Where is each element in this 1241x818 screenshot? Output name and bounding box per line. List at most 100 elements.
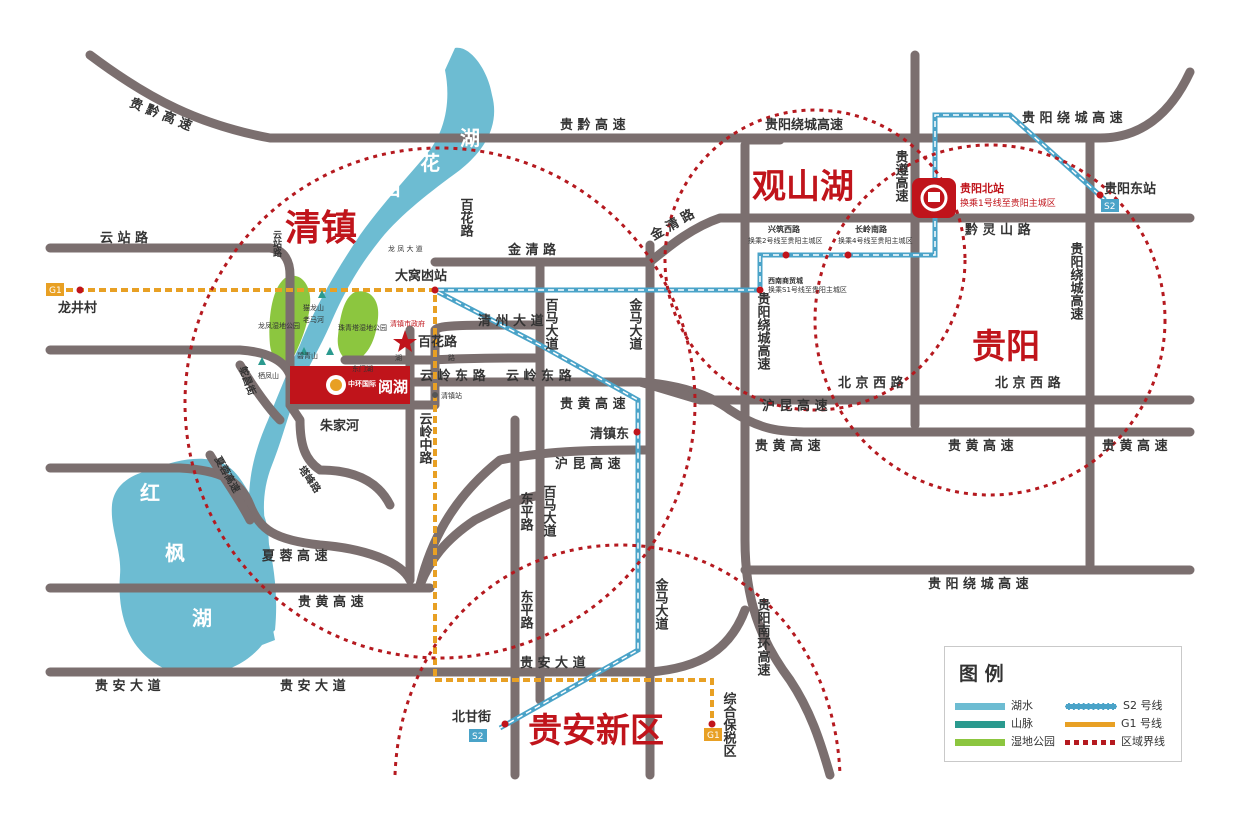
label-guihuang3: 贵 黄 高 速 [755,438,821,454]
label-dongping2: 东平路 [518,589,534,629]
label-baihualu-v: 百花路 [458,198,474,237]
station-dots [76,191,1104,728]
label-zhanhuang: 鸵昌街 [236,364,258,397]
baihua-lake-label-1: 百 [382,176,402,200]
label-baima2: 百马大道 [541,485,557,538]
label-guian3: 贵 安 大 道 [280,678,346,694]
legend-item-s2: S2 号线 [1065,697,1162,712]
s2-badge-right: S2 [1104,202,1115,212]
g1-badge-left: G1 [49,286,62,296]
label-baima1: 百马大道 [543,298,559,351]
label-xiarong: 夏 蓉 高 速 [261,548,328,564]
guiyang-boundary [813,143,1167,497]
label-jinqinglu-diag: 金 清 路 [647,205,698,244]
g1-line [55,288,714,725]
label-huhun2: 沪 昆 高 速 [555,456,621,472]
guian-boundary [393,543,842,776]
station-xinan: 西南商贸城 [768,276,803,285]
label-guian2: 贵 安 大 道 [95,678,161,694]
hongfeng-lake-label-2: 枫 [165,541,185,565]
label-huhun1: 沪 昆 高 速 [762,398,828,414]
label-zhujiahe: 朱家河 [319,418,359,434]
station-changling: 长岭南路 [855,224,888,234]
district-qingzhen: 清镇 [285,208,357,249]
label-guihuang2: 贵 黄 高 速 [298,594,364,610]
label-qingzhou: 清 州 大 道 [478,313,544,329]
label-yunlingzhong: 云岭中路 [417,412,433,464]
label-jinma2: 金马大道 [653,577,670,631]
qingzhen-boundary [183,146,697,660]
label-yunling2: 云 岭 东 路 [506,368,573,384]
park-longfeng: 龙凤湿地公园 [258,321,300,330]
park-laomahe: 老马河 [303,315,324,324]
label-hu: 湖 [395,353,402,362]
legend-item-mountain: 山脉 [955,715,1033,730]
label-beijingxi1: 北 京 西 路 [838,375,905,391]
label-lu: 路 [448,353,455,362]
district-guiyang: 贵阳 [972,327,1040,367]
station-xingzhu: 兴筑西路 [768,224,801,234]
label-guian1: 贵 安 大 道 [520,655,586,671]
park-qixiashan: 栖凤山 [258,371,279,380]
legend-item-boundary: 区域界线 [1065,733,1165,748]
label-guizun: 贵遵高速 [893,149,909,203]
guanshanhu-boundary [663,108,967,412]
station-xingzhu-note: 换乘2号线至贵阳主城区 [748,236,822,245]
station-xinan-note: 换乘S1号线至贵阳主城区 [768,285,847,294]
district-guian: 贵安新区 [528,711,664,751]
legend-item-g1: G1 号线 [1065,715,1162,730]
station-qingzhenzhan: 清镇站 [441,391,462,400]
label-gov: 清镇市政府 [390,319,425,328]
label-qianling: 黔 灵 山 路 [965,222,1032,238]
legend-title: 图 例 [959,663,1004,685]
zhuqing-wetland [337,291,379,362]
station-changling-note: 换乘4号线至贵阳主城区 [838,236,912,245]
label-guiyangring-v: 贵阳绕城高速 [755,291,771,371]
project-name: 阅湖 [378,378,408,396]
baihua-lake-label-3: 湖 [460,126,480,150]
label-ringhighway-top: 贵阳绕城高速 [765,117,843,133]
hongfeng-lake [111,458,275,676]
station-dawozhan: 大窝凼站 [395,268,447,284]
station-guiyangbei: 贵阳北站 [960,181,1004,195]
s2-badge-bottom: S2 [472,732,483,742]
label-jinma1: 金马大道 [627,297,644,351]
label-guiyangnanhuan: 贵阳南环高速 [755,597,771,677]
label-ringhighway-tr: 贵 阳 绕 城 高 速 [1022,110,1123,126]
label-yuanzhan: 云站路 [271,230,282,258]
park-zhuqing: 珠青塔湿地公园 [338,323,387,332]
label-guihuang5: 贵 黄 高 速 [1102,438,1168,454]
park-maoming: 猫龙山 [303,303,324,312]
station-longjing: 龙井村 [58,300,97,316]
label-guihuang4: 贵 黄 高 速 [948,438,1014,454]
label-dongping1: 东平路 [518,491,534,531]
gov-star [393,330,417,352]
g1-badge-bottom: G1 [707,731,720,741]
label-qianhighway2: 贵 黔 高 速 [560,117,626,133]
park-qiqingshan: 碧青山 [297,351,318,360]
label-beigan: 北甘街 [452,709,491,725]
hongfeng-lake-label-3: 湖 [192,606,212,630]
baihua-lake-label-2: 花 [420,151,440,175]
legend-item-water: 湖水 [955,697,1033,712]
label-ringhighway-right: 贵阳绕城高速 [1068,241,1084,321]
station-guiyangbei-transfer: 换乘1号线至贵阳主城区 [960,197,1056,209]
legend-item-wetland: 湿地公园 [955,733,1055,748]
station-guiyangdong: 贵阳东站 [1104,181,1156,197]
mountain-markers [258,290,334,365]
label-ringhighway-bottom: 贵 阳 绕 城 高 速 [928,576,1029,592]
label-beijingxi2: 北 京 西 路 [995,375,1062,391]
label-qingzhendong: 清镇东 [590,426,629,442]
project-block: 中环国际 阅湖 [290,366,410,404]
label-yunzhan: 云 站 路 [100,230,149,246]
label-bonded: 综合保税区 [721,691,738,758]
label-yunling: 云 岭 东 路 [420,368,487,384]
project-brand: 中环国际 [348,379,376,388]
label-longfeng: 龙 凤 大 道 [388,244,423,253]
label-dongkou: 东门湖 [352,364,373,373]
district-guanshanhu: 观山湖 [752,167,854,207]
label-guihuang1: 贵 黄 高 速 [560,396,626,412]
hongfeng-lake-label-1: 红 [140,481,160,505]
map-legend: 图 例 湖水 S2 号线 山脉 G1 号线 湿地公园 区域界线 [944,646,1182,762]
